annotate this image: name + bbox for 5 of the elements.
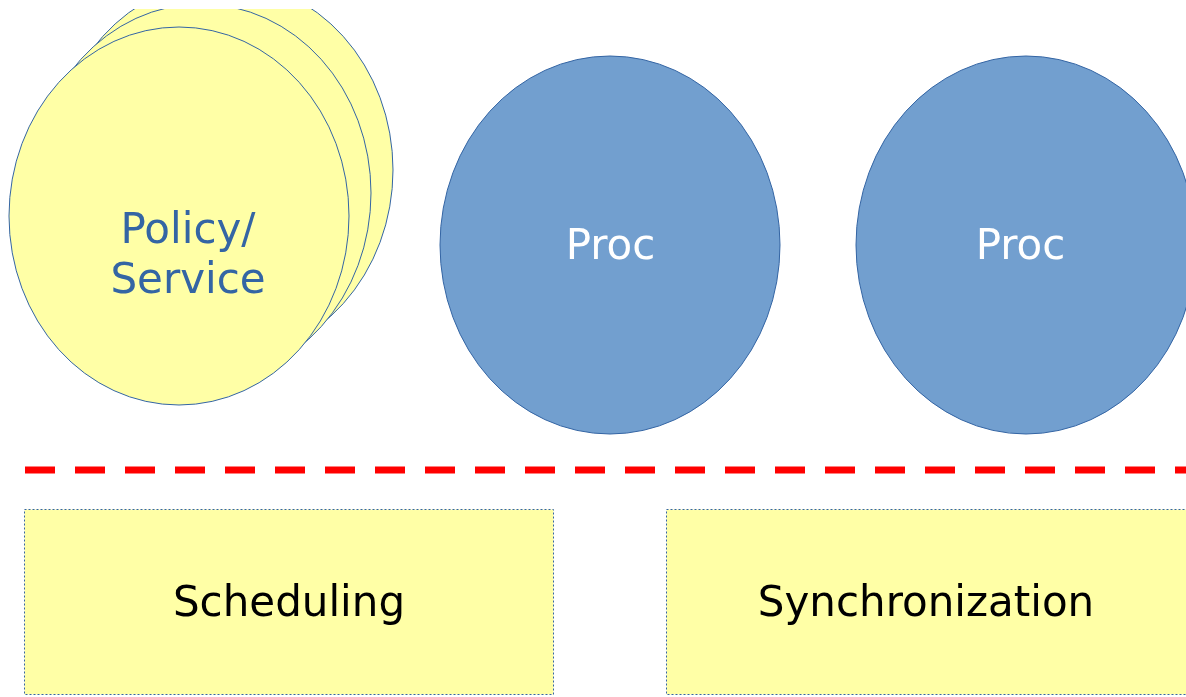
node-label: Scheduling: [172, 576, 406, 628]
node-label: Proc: [565, 219, 656, 271]
node-label: Policy/ Service: [109, 203, 267, 305]
node-label: Proc: [975, 219, 1066, 271]
node-label: Synchronization: [757, 576, 1095, 628]
